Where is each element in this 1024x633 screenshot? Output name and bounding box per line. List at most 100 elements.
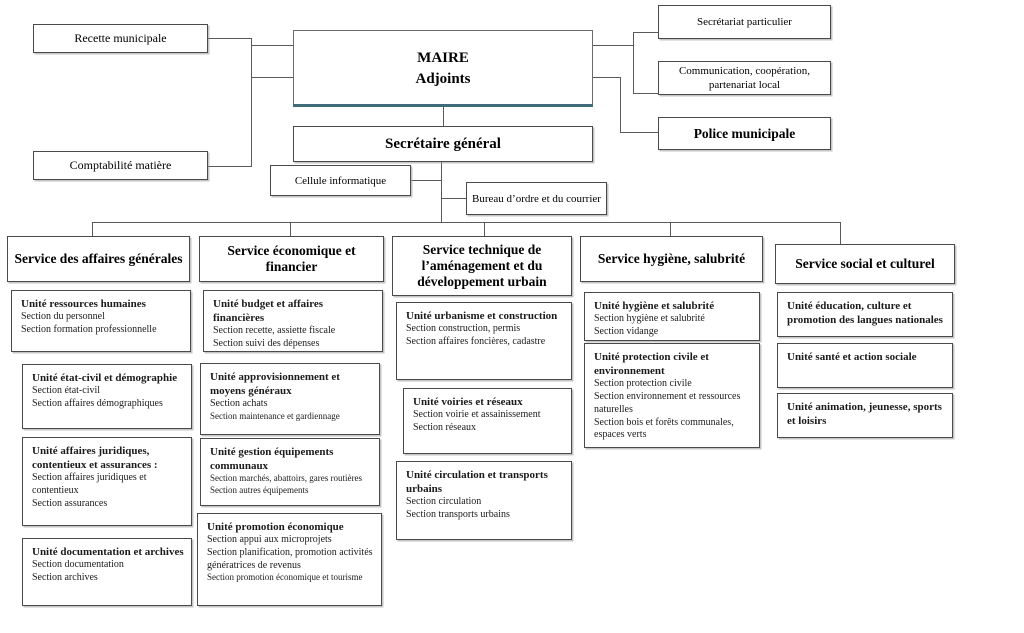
unit-line-0-1-0: Section état-civil xyxy=(32,385,101,397)
police-municipale-box[interactable]: Police municipale xyxy=(658,117,831,150)
unit-line-3-1-2: Section bois et forêts communales, espac… xyxy=(594,416,734,441)
unit-box-protection-civile-environnement[interactable]: Unité protection civile et environnement… xyxy=(584,343,760,448)
unit-box-gestion-equipements-communaux[interactable]: Unité gestion équipements communaux Sect… xyxy=(200,438,380,506)
recette-municipale-box[interactable]: Recette municipale xyxy=(33,24,208,53)
unit-box-ressources-humaines[interactable]: Unité ressources humaines Section du per… xyxy=(11,290,191,352)
connector-police-v xyxy=(620,77,621,132)
unit-line-2-0-0: Section construction, permis xyxy=(406,323,521,335)
unit-box-documentation-archives[interactable]: Unité documentation et archives Section … xyxy=(22,538,192,606)
service-name-4: Service social et culturel xyxy=(795,256,935,271)
service-header-social-culturel[interactable]: Service social et culturel xyxy=(775,244,955,284)
connector-left-trunk-to-maire-lower xyxy=(251,77,296,78)
unit-box-promotion-economique[interactable]: Unité promotion économique Section appui… xyxy=(197,513,382,606)
service-name-0: Service des affaires générales xyxy=(14,251,183,266)
unit-line-1-2-1: Section autres équipements xyxy=(210,484,309,495)
unit-box-sante-action-sociale[interactable]: Unité santé et action sociale xyxy=(777,343,953,388)
maire-accent-rule xyxy=(293,104,593,107)
communication-line2: partenariat local xyxy=(708,79,781,91)
unit-line-1-3-0: Section appui aux microprojets xyxy=(207,534,332,546)
unit-title-2-1: Unité voiries et réseaux xyxy=(413,396,523,408)
unit-line-2-2-0: Section circulation xyxy=(406,496,482,508)
unit-line-2-1-0: Section voirie et assainissement xyxy=(413,409,541,421)
unit-line-0-2-0: Section affaires juridiques et contentie… xyxy=(32,472,147,496)
unit-title-0-1: Unité état-civil et démographie xyxy=(32,372,178,384)
secretariat-particulier-box[interactable]: Secrétariat particulier xyxy=(658,5,831,39)
communication-cooperation-content: Communication, coopération, partenariat … xyxy=(679,64,810,93)
connector-drop-service-4 xyxy=(670,222,671,236)
service-header-economique-financier[interactable]: Service économique et financier xyxy=(199,236,384,282)
connector-sg-trunk xyxy=(441,161,442,222)
unit-line-3-0-0: Section hygiène et salubrité xyxy=(594,313,705,325)
secretariat-particulier-label: Secrétariat particulier xyxy=(697,16,792,28)
connector-recette-h xyxy=(207,38,252,39)
comptabilite-matiere-label: Comptabilité matière xyxy=(69,158,172,172)
cellule-informatique-label: Cellule informatique xyxy=(294,174,387,187)
unit-box-affaires-juridiques[interactable]: Unité affaires juridiques, contentieux e… xyxy=(22,437,192,526)
unit-line-1-1-0: Section achats xyxy=(210,398,268,410)
bureau-ordre-courrier-label: Bureau d’ordre et du courrier xyxy=(472,192,601,205)
service-header-technique-amenagement[interactable]: Service technique de l’aménagement et du… xyxy=(392,236,572,296)
connector-drop-service-1 xyxy=(92,222,93,236)
connector-drop-service-3 xyxy=(484,222,485,236)
connector-maire-right-upper xyxy=(592,45,634,46)
communication-line1: Communication, coopération, xyxy=(678,64,811,77)
connector-drop-service-5 xyxy=(840,222,841,244)
unit-line-2-2-1: Section transports urbains xyxy=(406,508,510,520)
maire-box[interactable]: MAIRE Adjoints xyxy=(293,30,593,106)
unit-title-0-2: Unité affaires juridiques, contentieux e… xyxy=(32,445,158,472)
unit-title-2-2: Unité circulation et transports urbains xyxy=(406,469,548,496)
secretaire-general-label: Secrétaire général xyxy=(385,135,501,152)
connector-services-bar xyxy=(92,222,840,223)
unit-box-urbanisme-construction[interactable]: Unité urbanisme et construction Section … xyxy=(396,302,572,380)
connector-right-trunk xyxy=(633,32,634,94)
unit-title-4-0: Unité éducation, culture et promotion de… xyxy=(787,300,943,327)
unit-line-2-0-1: Section affaires foncières, cadastre xyxy=(406,335,546,347)
unit-line-1-3-2: Section promotion économique et tourisme xyxy=(207,572,363,583)
unit-box-animation-jeunesse-sports-loisirs[interactable]: Unité animation, jeunesse, sports et loi… xyxy=(777,393,953,438)
connector-maire-right-lower xyxy=(592,77,621,78)
unit-line-1-0-0: Section recette, assiette fiscale xyxy=(213,325,336,337)
unit-box-voiries-reseaux[interactable]: Unité voiries et réseaux Section voirie … xyxy=(403,388,572,454)
bureau-ordre-courrier-box[interactable]: Bureau d’ordre et du courrier xyxy=(466,182,607,215)
connector-communication-h xyxy=(633,93,659,94)
unit-line-0-0-1: Section formation professionnelle xyxy=(21,323,157,335)
unit-box-education-culture-langues[interactable]: Unité éducation, culture et promotion de… xyxy=(777,292,953,337)
connector-secretariat-h xyxy=(633,32,659,33)
service-header-hygiene-salubrite[interactable]: Service hygiène, salubrité xyxy=(580,236,763,282)
connector-comptabilite-h xyxy=(207,166,252,167)
service-name-2: Service technique de l’aménagement et du… xyxy=(417,242,547,289)
unit-line-0-2-1: Section assurances xyxy=(32,497,108,509)
cellule-informatique-box[interactable]: Cellule informatique xyxy=(270,165,411,196)
unit-line-1-1-1: Section maintenance et gardiennage xyxy=(210,410,340,421)
connector-police-h xyxy=(620,132,659,133)
unit-box-approvisionnement-moyens-generaux[interactable]: Unité approvisionnement et moyens généra… xyxy=(200,363,380,435)
unit-line-0-3-0: Section documentation xyxy=(32,559,124,571)
comptabilite-matiere-box[interactable]: Comptabilité matière xyxy=(33,151,208,180)
unit-box-etat-civil-demographie[interactable]: Unité état-civil et démographie Section … xyxy=(22,364,192,429)
unit-title-4-1: Unité santé et action sociale xyxy=(787,351,917,363)
unit-title-3-0: Unité hygiène et salubrité xyxy=(594,300,715,312)
unit-line-0-0-0: Section du personnel xyxy=(21,311,105,323)
connector-left-trunk xyxy=(251,38,252,167)
unit-box-hygiene-salubrite[interactable]: Unité hygiène et salubrité Section hygiè… xyxy=(584,292,760,341)
unit-line-1-0-1: Section suivi des dépenses xyxy=(213,337,320,349)
unit-box-budget-affaires-financieres[interactable]: Unité budget et affaires financières Sec… xyxy=(203,290,383,352)
unit-line-2-1-1: Section réseaux xyxy=(413,421,477,433)
communication-cooperation-box[interactable]: Communication, coopération, partenariat … xyxy=(658,61,831,95)
connector-cellule-h xyxy=(410,180,442,181)
connector-left-trunk-to-maire-upper xyxy=(251,45,296,46)
unit-title-1-1: Unité approvisionnement et moyens généra… xyxy=(210,371,340,398)
connector-maire-to-sg xyxy=(443,106,444,127)
maire-box-content: MAIRE Adjoints xyxy=(294,31,592,106)
unit-title-1-0: Unité budget et affaires financières xyxy=(213,298,324,325)
secretaire-general-box[interactable]: Secrétaire général xyxy=(293,126,593,162)
unit-box-circulation-transports-urbains[interactable]: Unité circulation et transports urbains … xyxy=(396,461,572,540)
unit-title-2-0: Unité urbanisme et construction xyxy=(406,310,558,322)
unit-title-0-3: Unité documentation et archives xyxy=(32,546,184,558)
service-header-affaires-generales[interactable]: Service des affaires générales xyxy=(7,236,190,282)
unit-line-1-3-1: Section planification, promotion activit… xyxy=(207,546,373,571)
unit-line-0-1-1: Section affaires démographiques xyxy=(32,397,163,409)
connector-drop-service-2 xyxy=(290,222,291,236)
unit-title-1-2: Unité gestion équipements communaux xyxy=(210,446,334,473)
